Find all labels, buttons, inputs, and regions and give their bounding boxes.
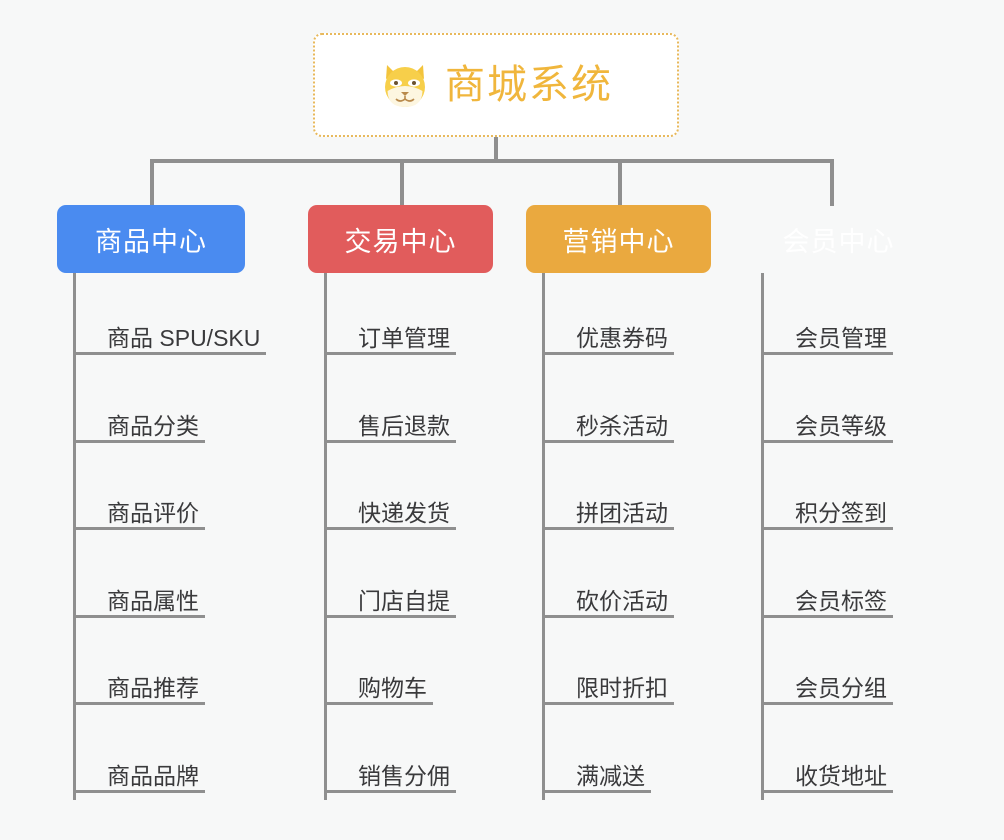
leaf-item-underline: [761, 439, 893, 443]
leaf-item-underline: [324, 439, 456, 443]
leaf-item-label: 拼团活动: [576, 500, 668, 526]
leaf-item-label: 商品推荐: [107, 675, 199, 701]
leaf-item-label: 售后退款: [358, 412, 450, 439]
leaf-item-label: 限时折扣: [576, 675, 668, 701]
leaf-item-label: 商品品牌: [107, 762, 199, 789]
leaf-item-underline: [542, 789, 651, 793]
leaf-item-underline: [542, 702, 674, 705]
leaf-item-label: 砍价活动: [576, 587, 668, 614]
leaf-item-underline: [73, 527, 205, 530]
branch-header-2[interactable]: 营销中心: [526, 205, 711, 273]
connector-drop-2: [400, 159, 404, 206]
root-node[interactable]: 商城系统: [313, 33, 679, 137]
branch-trunk-2: [542, 273, 545, 800]
branch-header-label: 交易中心: [344, 226, 457, 257]
leaf-item-underline: [324, 614, 456, 618]
branch-header-label: 营销中心: [562, 226, 675, 257]
leaf-item-label: 优惠券码: [576, 325, 668, 351]
leaf-item-underline: [761, 527, 893, 530]
leaf-item-underline: [73, 614, 205, 618]
leaf-item-label: 门店自提: [358, 587, 450, 614]
connector-drop-3: [618, 159, 622, 206]
leaf-item-underline: [542, 614, 674, 618]
connector-drop-1: [150, 159, 154, 206]
leaf-item-label: 秒杀活动: [576, 412, 668, 439]
leaf-item-label: 积分签到: [795, 500, 887, 526]
dog-face-icon: [379, 59, 431, 111]
leaf-item-label: 收货地址: [795, 762, 887, 789]
leaf-item-label: 会员等级: [795, 412, 887, 439]
leaf-item-label: 销售分佣: [358, 762, 450, 789]
leaf-item-label: 会员分组: [795, 675, 887, 701]
leaf-item-underline: [324, 352, 456, 355]
leaf-item-underline: [542, 352, 674, 355]
leaf-item-underline: [324, 789, 456, 793]
leaf-item-label: 商品属性: [107, 587, 199, 614]
leaf-item-underline: [761, 614, 893, 618]
leaf-item-underline: [761, 789, 893, 793]
leaf-item-underline: [73, 439, 205, 443]
leaf-item-label: 商品评价: [107, 500, 199, 526]
branch-header-0[interactable]: 商品中心: [57, 205, 245, 273]
branch-trunk-1: [324, 273, 327, 800]
connector-horizontal-bus: [150, 159, 830, 163]
leaf-item-label: 会员管理: [795, 325, 887, 351]
connector-root-stem: [494, 137, 498, 163]
leaf-item-label: 购物车: [358, 675, 427, 701]
leaf-item-underline: [542, 527, 674, 530]
leaf-item-underline: [542, 439, 674, 443]
leaf-item-underline: [761, 352, 893, 355]
branch-header-label: 会员中心: [782, 226, 895, 257]
leaf-item-underline: [324, 527, 456, 530]
connector-drop-4: [830, 159, 834, 206]
leaf-item-label: 商品 SPU/SKU: [107, 325, 261, 351]
branch-trunk-0: [73, 273, 76, 800]
leaf-item-label: 会员标签: [795, 587, 887, 614]
root-title: 商城系统: [445, 63, 613, 107]
leaf-item-label: 订单管理: [358, 325, 450, 351]
branch-trunk-3: [761, 273, 764, 800]
leaf-item-underline: [73, 702, 205, 705]
branch-header-label: 商品中心: [95, 226, 207, 257]
leaf-item-underline: [73, 352, 267, 355]
leaf-item-underline: [761, 702, 893, 705]
leaf-item-underline: [73, 789, 205, 793]
branch-header-3[interactable]: 会员中心: [745, 205, 932, 273]
leaf-item-label: 满减送: [576, 762, 645, 789]
branch-header-1[interactable]: 交易中心: [308, 205, 493, 273]
leaf-item-label: 商品分类: [107, 412, 199, 439]
leaf-item-underline: [324, 702, 433, 705]
leaf-item-label: 快递发货: [358, 500, 450, 526]
